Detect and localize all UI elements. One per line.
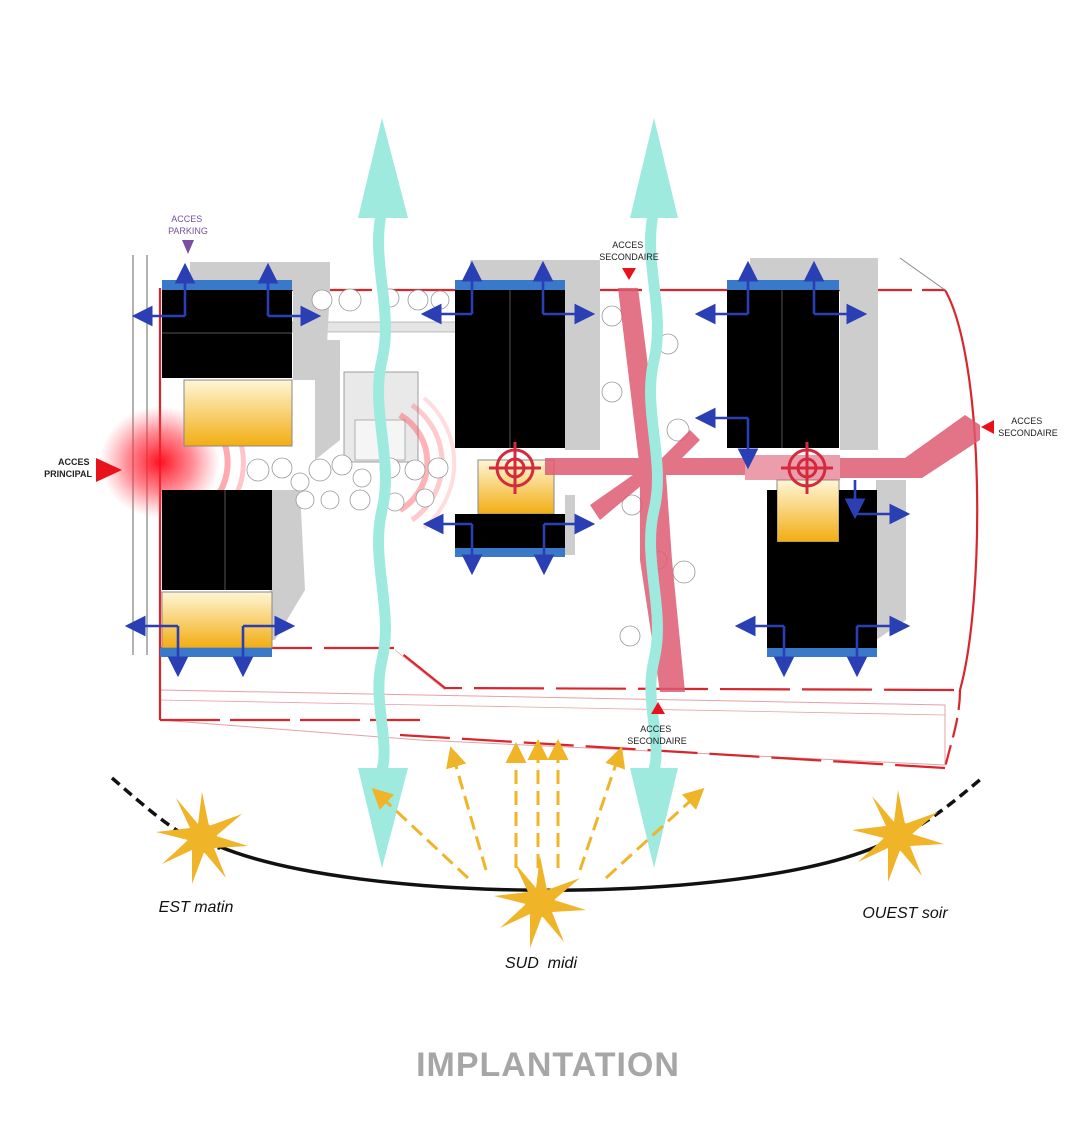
sun-rays xyxy=(371,739,705,880)
sun-south-label: SUD midi xyxy=(505,955,577,972)
target-icon xyxy=(489,442,541,494)
triangle-marker-icon xyxy=(622,268,636,280)
buildings xyxy=(160,280,877,657)
acces-secondaire-top-label: ACCES SECONDAIRE xyxy=(599,240,659,262)
acces-principal-label: ACCES PRINCIPAL xyxy=(44,457,92,479)
sun-east-label: EST matin xyxy=(159,899,234,916)
acces-secondaire-bottom-label: ACCES SECONDAIRE xyxy=(627,724,687,746)
diagram-title: IMPLANTATION xyxy=(416,1046,680,1084)
building-block-2 xyxy=(455,280,565,557)
sun-icon xyxy=(494,856,586,948)
building-block-1 xyxy=(160,280,293,657)
triangle-marker-icon xyxy=(981,420,994,434)
sun-west-label: OUEST soir xyxy=(862,905,948,922)
double-arrow-icon xyxy=(358,118,408,868)
sun-icon xyxy=(852,790,944,882)
triangle-marker-icon xyxy=(651,702,665,714)
acces-secondaire-right-label: ACCES SECONDAIRE xyxy=(998,416,1058,438)
triangle-marker-icon xyxy=(96,458,122,482)
building-block-3 xyxy=(727,280,877,657)
sun-path xyxy=(110,776,984,892)
orientation-arrows xyxy=(124,260,911,678)
acces-parking-label: ACCES PARKING xyxy=(168,214,208,236)
target-icon xyxy=(781,442,833,494)
double-arrow-icon xyxy=(630,118,678,868)
sun-icon xyxy=(156,792,248,884)
triangle-marker-icon xyxy=(182,240,194,254)
